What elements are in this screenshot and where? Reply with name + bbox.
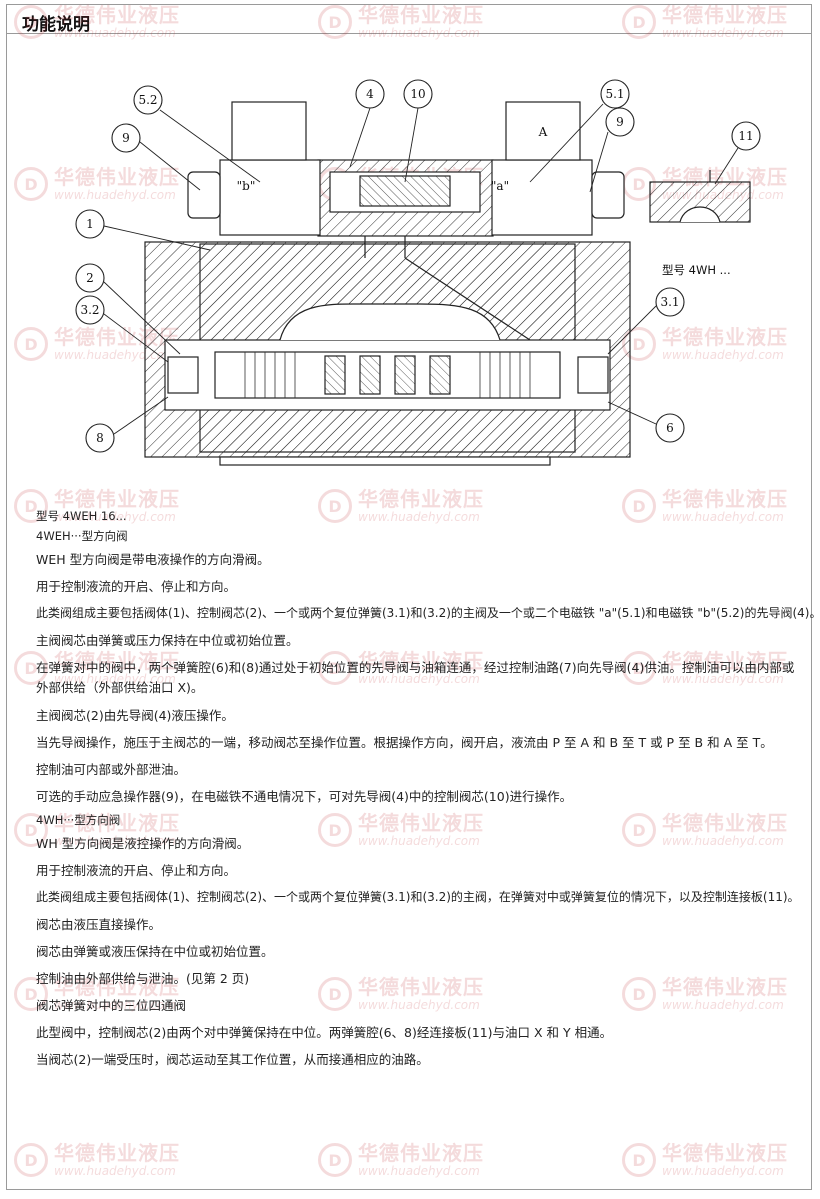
page-title: 功能说明	[22, 15, 90, 35]
weh-paragraph: 在弹簧对中的阀中，两个弹簧腔(6)和(8)通过处于初始位置的先导阀与油箱连通，经…	[36, 660, 795, 695]
solenoid-a-marker: "a"	[491, 179, 509, 193]
callout-10: 10	[410, 87, 425, 101]
wh-paragraph: 阀芯由弹簧或液压保持在中位或初始位置。	[36, 944, 274, 959]
model-weh-label: 型号 4WEH 16...	[36, 509, 127, 523]
weh-paragraph: 可选的手动应急操作器(9)，在电磁铁不通电情况下，可对先导阀(4)中的控制阀芯(…	[36, 789, 573, 804]
wh-section-heading: 4WH···型方向阀	[36, 813, 121, 827]
three-position-paragraph: 此型阀中，控制阀芯(2)由两个对中弹簧保持在中位。两弹簧腔(6、8)经连接板(1…	[36, 1025, 613, 1040]
solenoid-a-label: A	[538, 125, 548, 139]
weh-paragraph: 主阀阀芯由弹簧或压力保持在中位或初始位置。	[36, 633, 299, 648]
three-position-heading: 阀芯弹簧对中的三位四通阀	[36, 998, 187, 1013]
weh-paragraph: 控制油可内部或外部泄油。	[36, 762, 187, 777]
callout-8: 8	[96, 431, 104, 445]
wh-paragraph: 此类阀组成主要包括阀体(1)、控制阀芯(2)、一个或两个复位弹簧(3.1)和(3…	[36, 890, 800, 904]
callout-9-left: 9	[122, 131, 130, 145]
callout-5-1: 5.1	[605, 87, 624, 101]
page-frame	[6, 4, 812, 1190]
weh-paragraph: 用于控制液流的开启、停止和方向。	[36, 579, 237, 594]
callout-3-2: 3.2	[80, 303, 99, 317]
valve-sectional-drawing: 5.2 4 10 5.1 9 9 11 1 2 3.2 3.1 8 6 A "b…	[75, 79, 761, 466]
main-spool	[214, 351, 561, 399]
callout-5-2: 5.2	[138, 93, 157, 107]
weh-paragraph: 此类阀组成主要包括阀体(1)、控制阀芯(2)、一个或两个复位弹簧(3.1)和(3…	[36, 606, 820, 620]
callout-2: 2	[86, 271, 94, 285]
weh-section-heading: 4WEH···型方向阀	[36, 529, 128, 543]
wh-paragraph: WH 型方向阀是液控操作的方向滑阀。	[36, 836, 250, 851]
description-text: 型号 4WEH 16... 4WEH···型方向阀 WEH 型方向阀是带电液操作…	[36, 506, 820, 1073]
wh-paragraph: 控制油由外部供给与泄油。(见第 2 页)	[36, 971, 250, 986]
solenoid-b-marker: "b"	[237, 179, 256, 193]
callout-9-right: 9	[616, 115, 624, 129]
weh-paragraph: 当先导阀操作，施压于主阀芯的一端，移动阀芯至操作位置。根据操作方向，阀开启，液流…	[36, 735, 773, 750]
solenoid-a	[491, 159, 593, 236]
callout-6: 6	[666, 421, 674, 435]
wh-paragraph: 用于控制液流的开启、停止和方向。	[36, 863, 237, 878]
callout-1: 1	[86, 217, 94, 231]
callout-3-1: 3.1	[660, 295, 679, 309]
callout-11: 11	[738, 129, 753, 143]
wh-paragraph: 阀芯由液压直接操作。	[36, 917, 162, 932]
callout-4: 4	[366, 87, 374, 101]
three-position-paragraph: 当阀芯(2)一端受压时，阀芯运动至其工作位置，从而接通相应的油路。	[36, 1052, 429, 1067]
weh-paragraph: WEH 型方向阀是带电液操作的方向滑阀。	[36, 552, 270, 567]
inset-caption: 型号 4WH ...	[662, 263, 731, 277]
page-header: 功能说明	[6, 4, 812, 35]
weh-paragraph: 主阀阀芯(2)由先导阀(4)液压操作。	[36, 708, 234, 723]
solenoid-b	[219, 159, 321, 236]
